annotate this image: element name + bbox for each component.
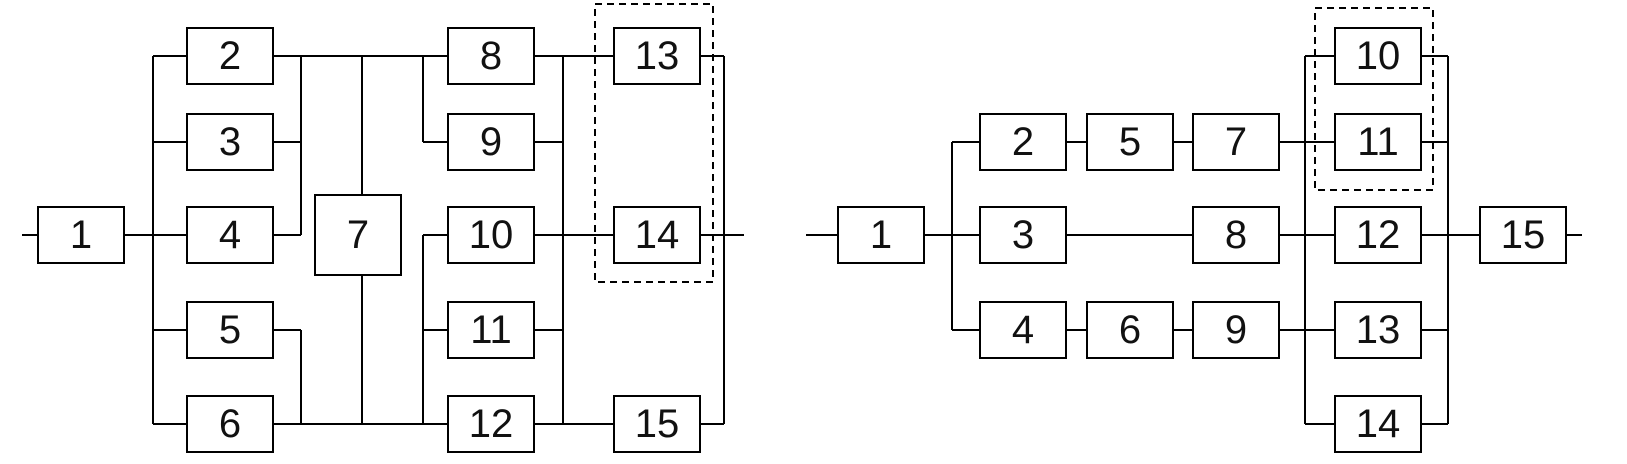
right-block-2: 2 <box>979 113 1067 171</box>
left-block-14: 14 <box>613 206 701 264</box>
left-block-11-label: 11 <box>470 308 512 352</box>
left-block-4-label: 4 <box>219 213 241 257</box>
left-block-12: 12 <box>447 395 535 453</box>
right-block-14-label: 14 <box>1356 402 1401 446</box>
right-block-4-label: 4 <box>1012 308 1034 352</box>
left-block-1-label: 1 <box>70 213 92 257</box>
right-block-1: 1 <box>837 206 925 264</box>
left-block-15: 15 <box>613 395 701 453</box>
right-block-7: 7 <box>1192 113 1280 171</box>
left-block-13: 13 <box>613 27 701 85</box>
left-block-3: 3 <box>186 113 274 171</box>
left-dashed-group-13-14 <box>594 3 714 283</box>
right-block-12-label: 12 <box>1356 213 1401 257</box>
right-block-13-label: 13 <box>1356 308 1401 352</box>
right-block-3: 3 <box>979 206 1067 264</box>
right-block-12: 12 <box>1334 206 1422 264</box>
right-block-15-label: 15 <box>1501 213 1546 257</box>
left-wires <box>22 55 744 425</box>
left-block-8: 8 <box>447 27 535 85</box>
right-block-9: 9 <box>1192 301 1280 359</box>
right-block-10: 10 <box>1334 27 1422 85</box>
left-block-2: 2 <box>186 27 274 85</box>
right-dashed-group-10-11 <box>1314 7 1434 191</box>
right-wires <box>806 55 1582 425</box>
left-block-5: 5 <box>186 301 274 359</box>
right-block-7-label: 7 <box>1225 120 1247 164</box>
right-block-8-label: 8 <box>1225 213 1247 257</box>
right-block-1-label: 1 <box>870 213 892 257</box>
right-block-5: 5 <box>1086 113 1174 171</box>
left-block-14-label: 14 <box>635 213 680 257</box>
right-block-6: 6 <box>1086 301 1174 359</box>
right-block-10-label: 10 <box>1356 34 1401 78</box>
right-block-9-label: 9 <box>1225 308 1247 352</box>
left-block-6: 6 <box>186 395 274 453</box>
left-block-7: 7 <box>314 194 402 276</box>
left-block-9-label: 9 <box>480 120 502 164</box>
left-block-8-label: 8 <box>480 34 502 78</box>
left-block-6-label: 6 <box>219 402 241 446</box>
left-block-15-label: 15 <box>635 402 680 446</box>
left-block-10-label: 10 <box>469 213 514 257</box>
right-diagram: 1 2 3 4 5 6 7 8 <box>806 7 1582 453</box>
right-block-11-label: 11 <box>1357 120 1399 164</box>
left-block-11: 11 <box>447 301 535 359</box>
left-block-12-label: 12 <box>469 402 514 446</box>
right-block-13: 13 <box>1334 301 1422 359</box>
left-block-3-label: 3 <box>219 120 241 164</box>
right-block-3-label: 3 <box>1012 213 1034 257</box>
left-block-7-label: 7 <box>347 213 369 257</box>
left-block-13-label: 13 <box>635 34 680 78</box>
right-block-11: 11 <box>1334 113 1422 171</box>
right-block-2-label: 2 <box>1012 120 1034 164</box>
right-block-5-label: 5 <box>1119 120 1141 164</box>
right-block-8: 8 <box>1192 206 1280 264</box>
left-block-9: 9 <box>447 113 535 171</box>
left-block-1: 1 <box>37 206 125 264</box>
left-diagram: 1 2 3 4 5 6 7 8 <box>22 3 744 453</box>
left-block-5-label: 5 <box>219 308 241 352</box>
right-block-6-label: 6 <box>1119 308 1141 352</box>
right-block-15: 15 <box>1479 206 1567 264</box>
left-block-2-label: 2 <box>219 34 241 78</box>
right-block-14: 14 <box>1334 395 1422 453</box>
left-block-10: 10 <box>447 206 535 264</box>
right-block-4: 4 <box>979 301 1067 359</box>
left-block-4: 4 <box>186 206 274 264</box>
